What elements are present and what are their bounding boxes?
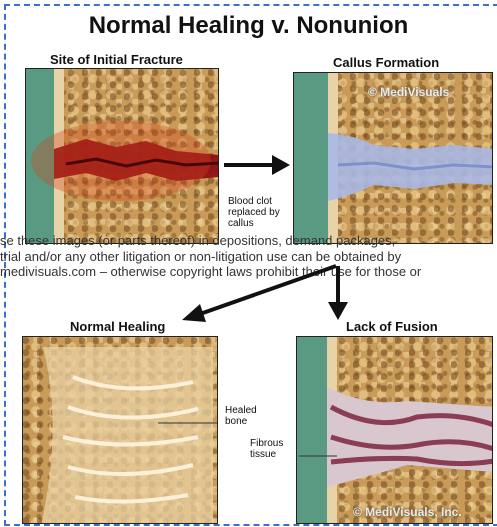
normal-healing-illustration <box>23 337 218 524</box>
arrow-caption: Blood clot replaced by callus <box>228 196 280 229</box>
panel-initial-fracture <box>25 68 219 244</box>
fibrous-tissue-annotation: Fibrous tissue <box>250 438 283 460</box>
arrow-caption-line3: callus <box>228 218 280 229</box>
fibrous-tissue-line2: tissue <box>250 449 283 460</box>
arrow-caption-line1: Blood clot <box>228 196 280 207</box>
panel-normal-healing <box>22 336 218 524</box>
panel-label-initial-fracture: Site of Initial Fracture <box>50 52 183 67</box>
panel-label-callus-formation: Callus Formation <box>333 55 439 70</box>
healed-bone-annotation: Healed bone <box>225 405 257 427</box>
fusion-copyright: © MediVisuals, Inc. <box>353 505 462 519</box>
panel-lack-of-fusion: © MediVisuals, Inc. <box>296 336 493 524</box>
watermark-line-1: se these images (or parts thereof) in de… <box>0 233 497 248</box>
fibrous-tissue-line1: Fibrous <box>250 438 283 449</box>
healed-bone-line2: bone <box>225 416 257 427</box>
callus-copyright: © MediVisuals <box>368 85 449 99</box>
initial-fracture-illustration <box>26 69 219 244</box>
lack-of-fusion-illustration <box>297 337 493 524</box>
panel-label-normal-healing: Normal Healing <box>70 319 165 334</box>
healed-bone-line1: Healed <box>225 405 257 416</box>
arrow-right-icon <box>222 150 292 180</box>
panel-label-lack-of-fusion: Lack of Fusion <box>346 319 438 334</box>
panel-callus-formation: © MediVisuals <box>293 72 493 244</box>
diverging-arrows <box>160 262 380 327</box>
page-title: Normal Healing v. Nonunion <box>0 12 497 40</box>
arrow-caption-line2: replaced by <box>228 207 280 218</box>
